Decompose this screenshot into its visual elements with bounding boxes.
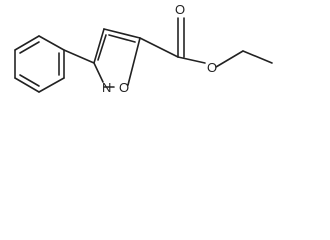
isoxazole-ring bbox=[93, 28, 141, 88]
bond bbox=[38, 35, 65, 51]
atom-label-carbonyl-oxygen: O bbox=[175, 2, 185, 17]
atom-label-ring-oxygen: O bbox=[119, 80, 129, 95]
bond-inner bbox=[19, 41, 40, 54]
bond bbox=[215, 50, 244, 68]
ester-group bbox=[139, 17, 273, 68]
bond bbox=[93, 62, 104, 83]
bond bbox=[38, 77, 65, 93]
bond bbox=[127, 37, 141, 86]
bond-inner bbox=[108, 34, 136, 43]
bond-inner bbox=[97, 34, 107, 61]
bond bbox=[177, 56, 206, 64]
bond bbox=[103, 28, 141, 39]
bond bbox=[242, 50, 273, 64]
chemical-structure-diagram: N O O O bbox=[14, 2, 273, 95]
atom-label-ring-nitrogen: N bbox=[102, 80, 111, 95]
bond-phenyl-isoxazole bbox=[63, 49, 95, 64]
phenyl-ring bbox=[14, 35, 65, 93]
bond bbox=[139, 37, 179, 58]
bond bbox=[14, 35, 40, 51]
atom-label-ether-oxygen: O bbox=[207, 60, 217, 75]
bond bbox=[14, 77, 40, 93]
bond bbox=[93, 28, 105, 64]
bond-inner bbox=[19, 74, 40, 87]
